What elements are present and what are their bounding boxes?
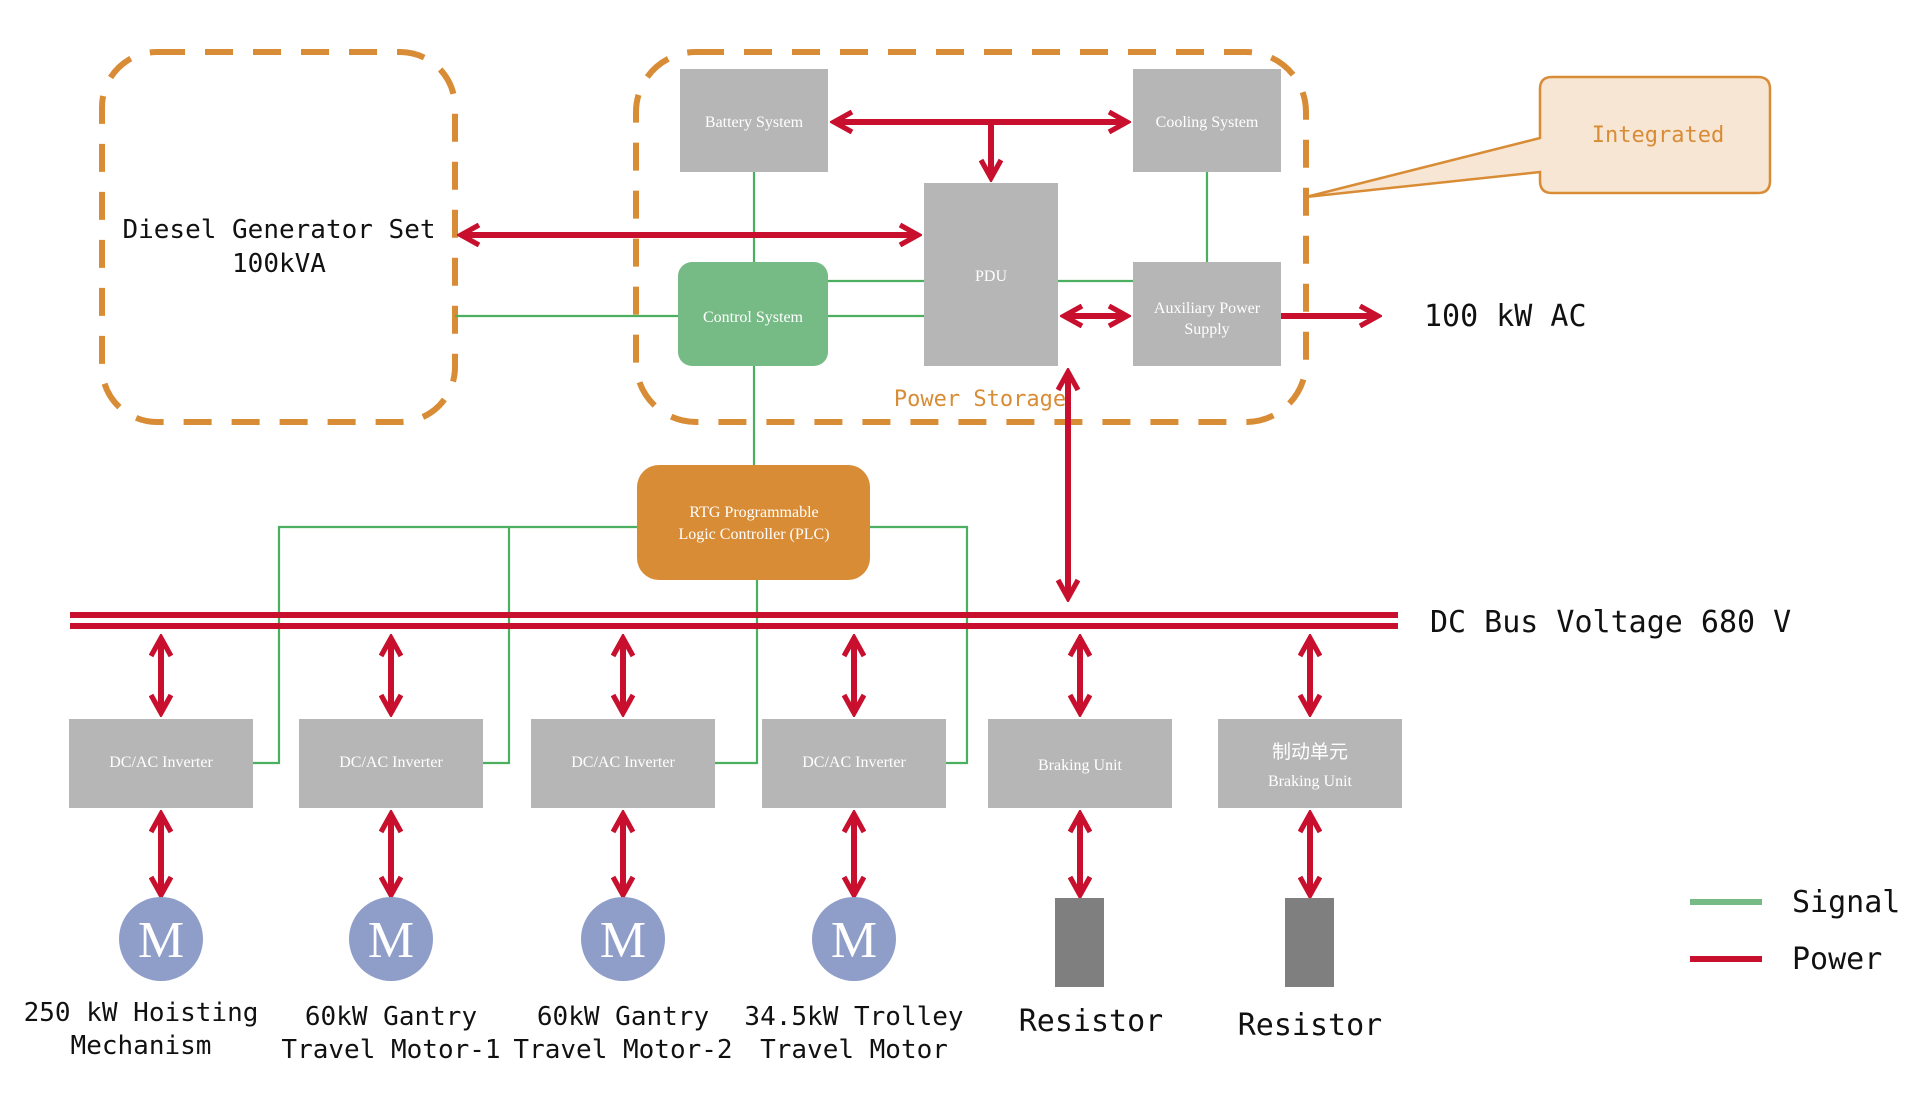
legend-signal-label: Signal <box>1792 885 1900 920</box>
resistor-icon <box>1055 898 1104 987</box>
svg-text:Auxiliary Power: Auxiliary Power <box>1154 300 1261 317</box>
motor-icon: M <box>349 897 433 981</box>
svg-text:M: M <box>600 912 646 969</box>
signal-plc-inverter-2 <box>483 527 511 765</box>
resistor-label: Resistor <box>1019 1004 1164 1039</box>
svg-text:DC/AC Inverter: DC/AC Inverter <box>802 754 906 771</box>
motor-label-line1: 34.5kW Trolley <box>744 1002 963 1032</box>
dc-ac-inverter-box[interactable]: DC/AC Inverter <box>299 719 483 808</box>
motor-icon: M <box>812 897 896 981</box>
diesel-generator-title: Diesel Generator Set <box>122 215 435 245</box>
signal-lines <box>252 172 1209 765</box>
dc-ac-inverter-box[interactable]: DC/AC Inverter <box>69 719 253 808</box>
pdu-box[interactable]: PDU <box>924 183 1058 366</box>
svg-text:Logic Controller (PLC): Logic Controller (PLC) <box>678 526 829 543</box>
motor-label-line1: 60kW Gantry <box>305 1002 477 1032</box>
svg-text:M: M <box>368 912 414 969</box>
integrated-callout <box>1305 75 1772 199</box>
diesel-generator-rating: 100kVA <box>232 249 326 279</box>
plc-box[interactable]: RTG Programmable Logic Controller (PLC) <box>637 465 870 580</box>
motor-label-line2: Mechanism <box>71 1031 212 1061</box>
svg-text:Control System: Control System <box>703 309 804 326</box>
signal-plc-inverter-4 <box>870 525 969 765</box>
motor-icon: M <box>581 897 665 981</box>
svg-text:Battery System: Battery System <box>705 114 804 131</box>
motor-label-line1: 60kW Gantry <box>537 1002 709 1032</box>
motor-label-line2: Travel Motor <box>760 1035 948 1065</box>
diesel-generator-group <box>99 49 458 425</box>
dc-bus-label: DC Bus Voltage 680 V <box>1430 605 1791 640</box>
svg-text:Cooling System: Cooling System <box>1156 114 1259 131</box>
resistor-label: Resistor <box>1238 1008 1383 1043</box>
legend-power-label: Power <box>1792 942 1882 977</box>
svg-text:M: M <box>138 912 184 969</box>
control-system-box[interactable]: Control System <box>678 262 828 366</box>
power-storage-label: Power Storage <box>894 387 1066 412</box>
power-storage-group <box>633 49 1309 425</box>
svg-text:制动单元: 制动单元 <box>1272 741 1348 763</box>
ac-output-label: 100 kW AC <box>1424 299 1587 334</box>
braking-unit-box[interactable]: Braking Unit <box>988 719 1172 808</box>
integrated-label: Integrated <box>1592 123 1724 148</box>
motor-icon: M <box>119 897 203 981</box>
svg-text:M: M <box>831 912 877 969</box>
resistor-icon <box>1285 898 1334 987</box>
signal-plc-inverter-1 <box>252 525 637 765</box>
braking-unit-box[interactable]: 制动单元 Braking Unit <box>1218 719 1402 808</box>
svg-text:RTG Programmable: RTG Programmable <box>689 504 818 521</box>
svg-text:DC/AC Inverter: DC/AC Inverter <box>571 754 675 771</box>
svg-text:Braking Unit: Braking Unit <box>1038 757 1123 774</box>
motor-label-line1: 250 kW Hoisting <box>24 998 259 1028</box>
power-lines <box>463 122 1376 596</box>
svg-text:PDU: PDU <box>975 268 1007 285</box>
dc-ac-inverter-box[interactable]: DC/AC Inverter <box>762 719 946 808</box>
signal-plc-inverter-3 <box>715 580 759 765</box>
auxiliary-power-supply-box[interactable]: Auxiliary Power Supply <box>1133 262 1281 366</box>
svg-text:Braking Unit: Braking Unit <box>1268 773 1353 790</box>
svg-text:DC/AC Inverter: DC/AC Inverter <box>339 754 443 771</box>
dc-ac-inverter-box[interactable]: DC/AC Inverter <box>531 719 715 808</box>
cooling-system-box[interactable]: Cooling System <box>1133 69 1281 172</box>
svg-text:Supply: Supply <box>1184 321 1229 338</box>
battery-system-box[interactable]: Battery System <box>680 69 828 172</box>
legend: Signal Power <box>1690 885 1900 977</box>
motor-label-line2: Travel Motor-2 <box>513 1035 732 1065</box>
motor-label-line2: Travel Motor-1 <box>281 1035 500 1065</box>
svg-text:DC/AC Inverter: DC/AC Inverter <box>109 754 213 771</box>
